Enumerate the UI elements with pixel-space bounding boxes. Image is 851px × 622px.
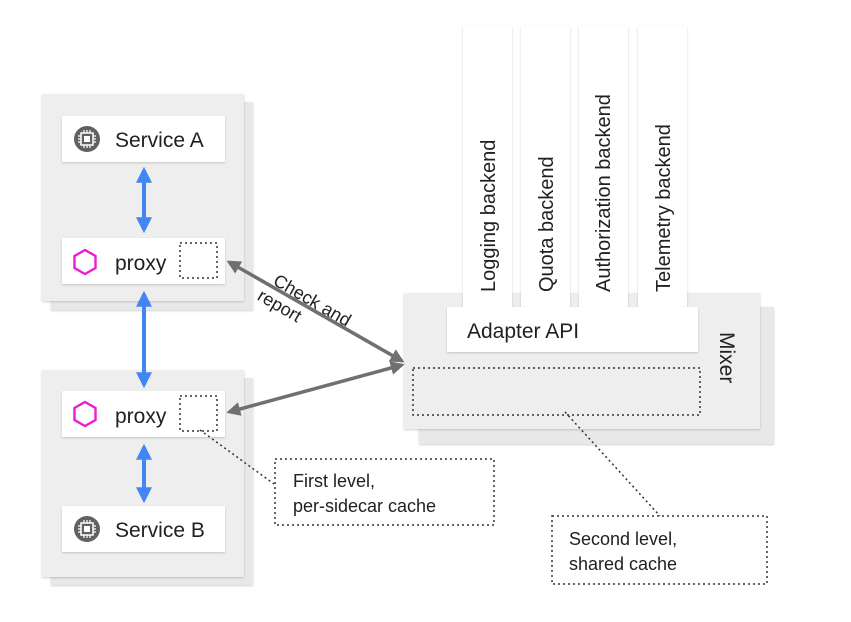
chip-icon (74, 126, 100, 152)
second-level-line2: shared cache (569, 554, 677, 574)
proxy-top-card[interactable]: proxy (62, 238, 225, 284)
second-level-cache-box (412, 367, 701, 416)
service-a-card[interactable]: Service A (62, 116, 225, 162)
service-b-card[interactable]: Service B (62, 506, 225, 552)
check-report-arrow-top (226, 260, 405, 363)
service-a-label: Service A (115, 129, 204, 152)
second-level-leader (564, 411, 661, 517)
check-report-arrow-bottom (226, 361, 405, 416)
backend-quota[interactable]: Quota backend (521, 26, 570, 308)
backend-quota-label: Quota backend (536, 156, 558, 292)
proxy-bottom-card[interactable]: proxy (62, 391, 225, 437)
mixer-label: Mixer (715, 332, 738, 383)
first-level-leader (199, 429, 275, 485)
hexagon-icon (73, 248, 97, 276)
backend-telemetry-label: Telemetry backend (653, 124, 675, 292)
chip-icon (74, 516, 100, 542)
check-report-label: Check and report (254, 270, 354, 330)
proxy-bottom-label: proxy (115, 405, 167, 428)
backend-authorization-label: Authorization backend (593, 94, 615, 292)
proxy-top-label: proxy (115, 252, 167, 275)
backend-logging[interactable]: Logging backend (463, 26, 512, 308)
second-level-callout: Second level, shared cache (551, 515, 768, 585)
first-level-line2: per-sidecar cache (293, 496, 436, 516)
first-level-callout: First level, per-sidecar cache (274, 458, 495, 526)
first-level-cache-bottom (179, 395, 218, 432)
backend-telemetry[interactable]: Telemetry backend (638, 26, 687, 308)
adapter-api-label: Adapter API (467, 320, 579, 343)
first-level-cache-top (179, 242, 218, 279)
adapter-api-box[interactable]: Adapter API (447, 307, 698, 352)
backend-logging-label: Logging backend (478, 140, 500, 292)
service-b-label: Service B (115, 519, 205, 542)
second-level-line1: Second level, (569, 529, 677, 549)
hexagon-icon (73, 400, 97, 428)
backend-authorization[interactable]: Authorization backend (579, 26, 628, 308)
first-level-line1: First level, (293, 471, 375, 491)
